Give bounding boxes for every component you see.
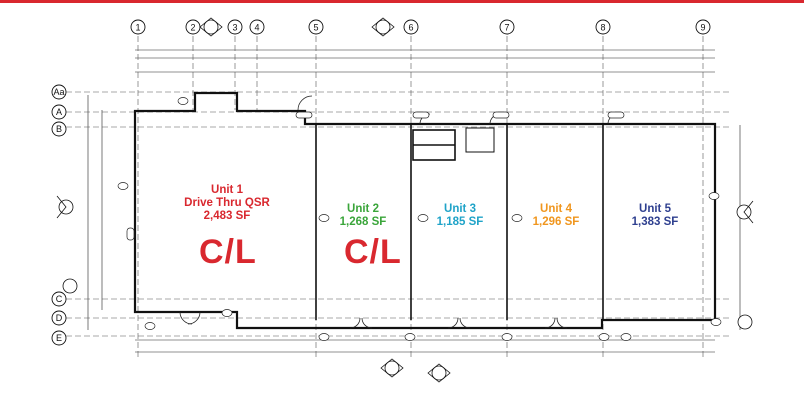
grid-column-bubble-5: 5: [308, 19, 324, 35]
grid-column-label: 8: [600, 23, 605, 33]
unit-1-area: 2,483 SF: [203, 210, 251, 222]
unit-5-label: Unit 5 1,383 SF: [605, 203, 705, 229]
grid-row-label: C: [56, 294, 63, 304]
unit-1-tag: C/L: [199, 233, 257, 271]
grid-column-bubble-7: 7: [499, 19, 515, 35]
grid-row-label: A: [56, 107, 62, 117]
grid-column-label: 7: [504, 23, 509, 33]
grid-column-bubble-9: 9: [695, 19, 711, 35]
grid-row-bubble-D: D: [51, 310, 67, 326]
grid-column-label: 1: [135, 23, 140, 33]
grid-row-label: E: [56, 333, 62, 343]
grid-column-label: 9: [700, 23, 705, 33]
grid-row-bubble-E: E: [51, 330, 67, 346]
grid-column-bubble-4: 4: [249, 19, 265, 35]
unit-2-tag: C/L: [344, 233, 402, 271]
grid-column-bubble-3: 3: [227, 19, 243, 35]
unit-1-name: Unit 1: [211, 184, 243, 196]
unit-1-label: Unit 1 Drive Thru QSR 2,483 SF: [172, 184, 282, 223]
grid-column-bubble-6: 6: [403, 19, 419, 35]
grid-column-bubble-1: 1: [130, 19, 146, 35]
grid-column-label: 6: [408, 23, 413, 33]
grid-column-bubble-8: 8: [595, 19, 611, 35]
grid-row-bubble-Aa: Aa: [51, 84, 67, 100]
unit-3-area: 1,185 SF: [436, 216, 484, 228]
grid-row-bubble-B: B: [51, 121, 67, 137]
grid-row-bubble-A: A: [51, 104, 67, 120]
unit-4-name: Unit 4: [540, 203, 572, 215]
grid-row-label: Aa: [53, 87, 64, 97]
unit-4-label: Unit 4 1,296 SF: [509, 203, 603, 229]
grid-column-bubble-2: 2: [185, 19, 201, 35]
grid-column-label: 3: [232, 23, 237, 33]
unit-1-use: Drive Thru QSR: [184, 197, 270, 209]
unit-2-name: Unit 2: [347, 203, 379, 215]
grid-row-bubble-C: C: [51, 291, 67, 307]
grid-column-label: 2: [190, 23, 195, 33]
grid-column-label: 4: [254, 23, 259, 33]
unit-5-name: Unit 5: [639, 203, 671, 215]
unit-2-label: Unit 2 1,268 SF: [318, 203, 408, 229]
unit-4-area: 1,296 SF: [532, 216, 580, 228]
unit-2-area: 1,268 SF: [339, 216, 387, 228]
grid-column-label: 5: [313, 23, 318, 33]
unit-5-area: 1,383 SF: [631, 216, 679, 228]
top-accent-bar: [0, 0, 804, 3]
unit-3-name: Unit 3: [444, 203, 476, 215]
unit-3-label: Unit 3 1,185 SF: [413, 203, 507, 229]
grid-row-label: B: [56, 124, 62, 134]
grid-row-label: D: [56, 313, 63, 323]
